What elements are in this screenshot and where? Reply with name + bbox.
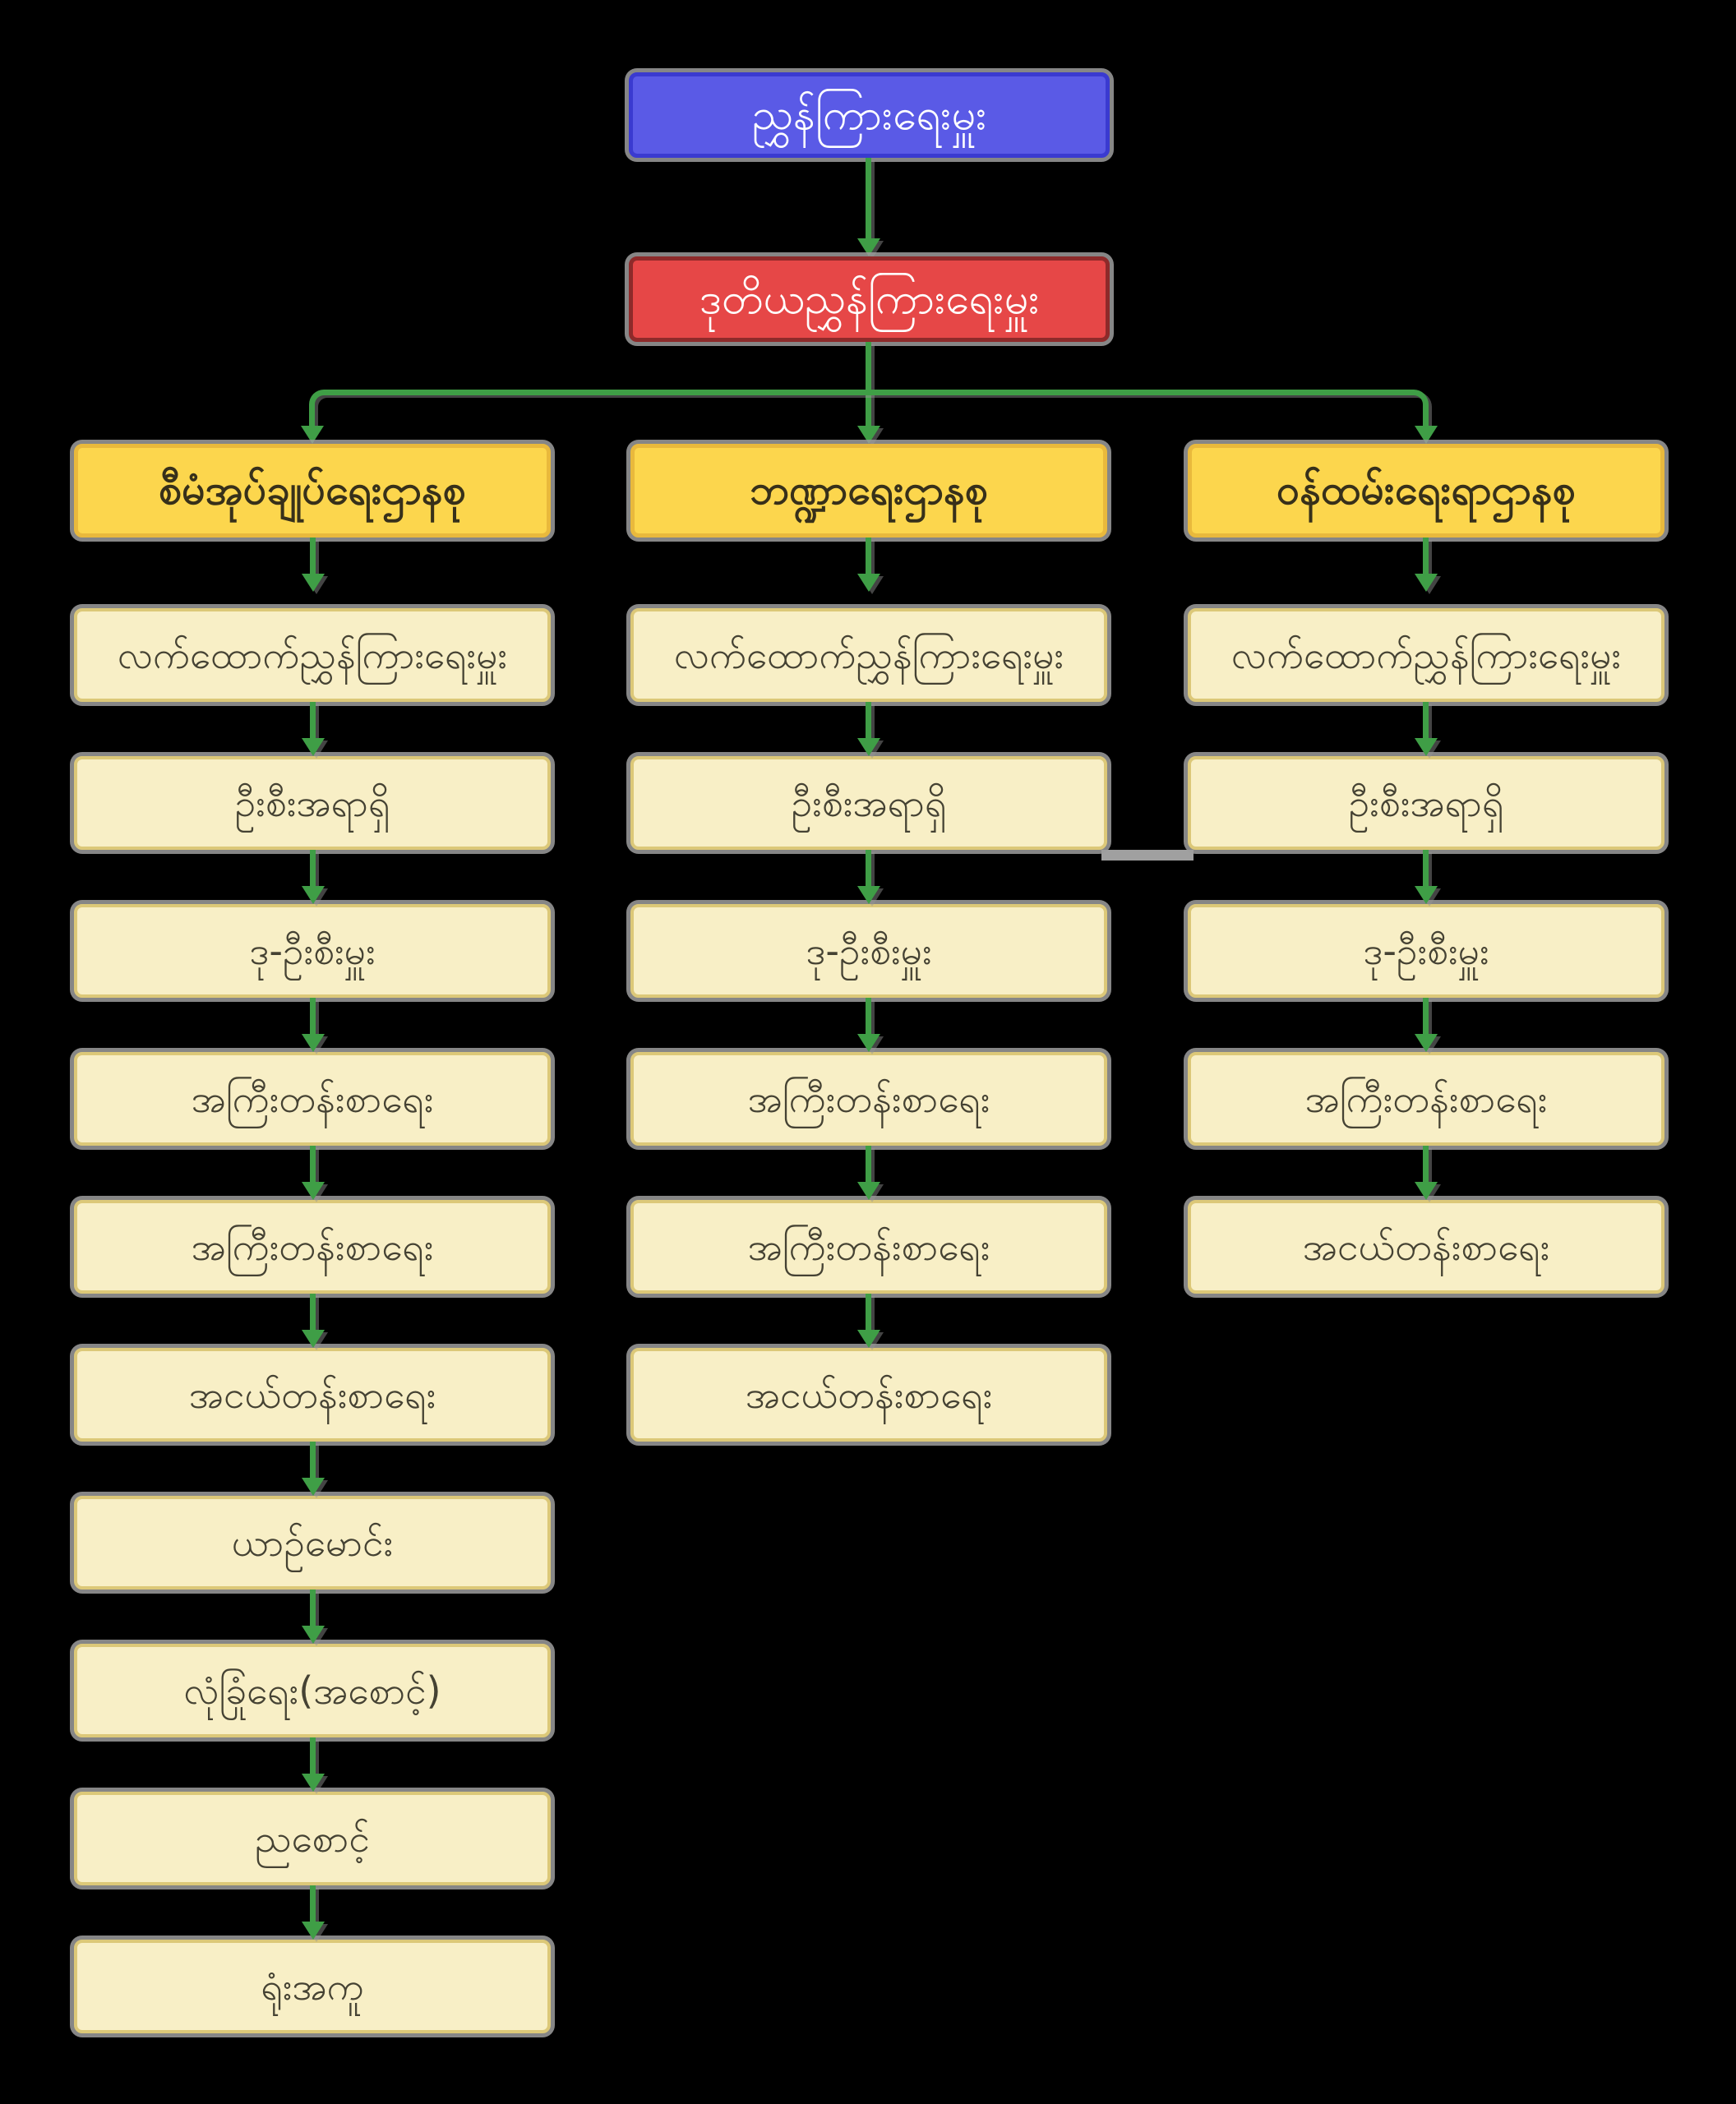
dept-finance-header: ဘဏ္ဍာရေးဌာနစု xyxy=(630,444,1107,538)
staff-item-3: အကြီးတန်းစာရေး xyxy=(1188,1052,1664,1146)
finance-connector-1 xyxy=(866,702,871,738)
admin-connector-9 xyxy=(310,1885,316,1922)
dept-admin-header: စီမံအုပ်ချုပ်ရေးဌာနစု xyxy=(74,444,551,538)
admin-connector-4 xyxy=(310,1146,316,1182)
admin-item-7: လုံခြုံရေး(အစောင့်) xyxy=(74,1644,551,1737)
finance-connector-0 xyxy=(866,538,871,574)
staff-item-2: ဒု-ဦးစီးမှူး xyxy=(1188,904,1664,998)
director-box: ညွှန်ကြားရေးမှူး xyxy=(629,72,1110,158)
staff-connector-1 xyxy=(1423,702,1429,738)
admin-connector-0 xyxy=(310,538,316,574)
staff-connector-0 xyxy=(1423,538,1429,574)
admin-connector-1 xyxy=(310,702,316,738)
finance-item-0: လက်ထောက်ညွှန်ကြားရေးမှူး xyxy=(630,608,1107,702)
finance-item-1: ဦးစီးအရာရှိ xyxy=(630,756,1107,850)
staff-item-0: လက်ထောက်ညွှန်ကြားရေးမှူး xyxy=(1188,608,1664,702)
admin-connector-7 xyxy=(310,1590,316,1626)
admin-item-1: ဦးစီးအရာရှိ xyxy=(74,756,551,850)
finance-connector-3 xyxy=(866,998,871,1034)
staff-connector-4 xyxy=(1423,1146,1429,1182)
finance-connector-4 xyxy=(866,1146,871,1182)
finance-connector-2 xyxy=(866,850,871,886)
staff-item-4: အငယ်တန်းစာရေး xyxy=(1188,1200,1664,1294)
finance-connector-5 xyxy=(866,1294,871,1330)
admin-item-3: အကြီးတန်းစာရေး xyxy=(74,1052,551,1146)
admin-connector-3 xyxy=(310,998,316,1034)
admin-item-5: အငယ်တန်းစာရေး xyxy=(74,1348,551,1442)
staff-item-1: ဦးစီးအရာရှိ xyxy=(1188,756,1664,850)
admin-item-6: ယာဉ်မောင်း xyxy=(74,1496,551,1590)
connector-director-to-deputy xyxy=(866,158,871,238)
finance-item-4: အကြီးတန်းစာရေး xyxy=(630,1200,1107,1294)
deputy-director-box: ဒုတိယညွှန်ကြားရေးမှူး xyxy=(629,256,1110,342)
admin-item-2: ဒု-ဦးစီးမှူး xyxy=(74,904,551,998)
finance-item-2: ဒု-ဦးစီးမှူး xyxy=(630,904,1107,998)
admin-connector-8 xyxy=(310,1737,316,1774)
branch-bracket xyxy=(309,390,1429,426)
connector-deputy-stem xyxy=(866,342,871,426)
staff-connector-2 xyxy=(1423,850,1429,886)
admin-connector-2 xyxy=(310,850,316,886)
admin-item-8: ညစောင့် xyxy=(74,1792,551,1885)
dept-staff-header: ဝန်ထမ်းရေးရာဌာနစု xyxy=(1188,444,1664,538)
admin-connector-5 xyxy=(310,1294,316,1330)
finance-item-5: အငယ်တန်းစာရေး xyxy=(630,1348,1107,1442)
admin-item-0: လက်ထောက်ညွှန်ကြားရေးမှူး xyxy=(74,608,551,702)
branch-arrow-right xyxy=(1415,426,1438,444)
staff-connector-3 xyxy=(1423,998,1429,1034)
finance-item-3: အကြီးတန်းစာရေး xyxy=(630,1052,1107,1146)
admin-connector-6 xyxy=(310,1442,316,1478)
admin-item-4: အကြီးတန်းစာရေး xyxy=(74,1200,551,1294)
admin-item-9: ရုံးအကူ xyxy=(74,1940,551,2033)
branch-arrow-left xyxy=(301,426,324,444)
shadow-artifact-line xyxy=(1101,850,1194,861)
